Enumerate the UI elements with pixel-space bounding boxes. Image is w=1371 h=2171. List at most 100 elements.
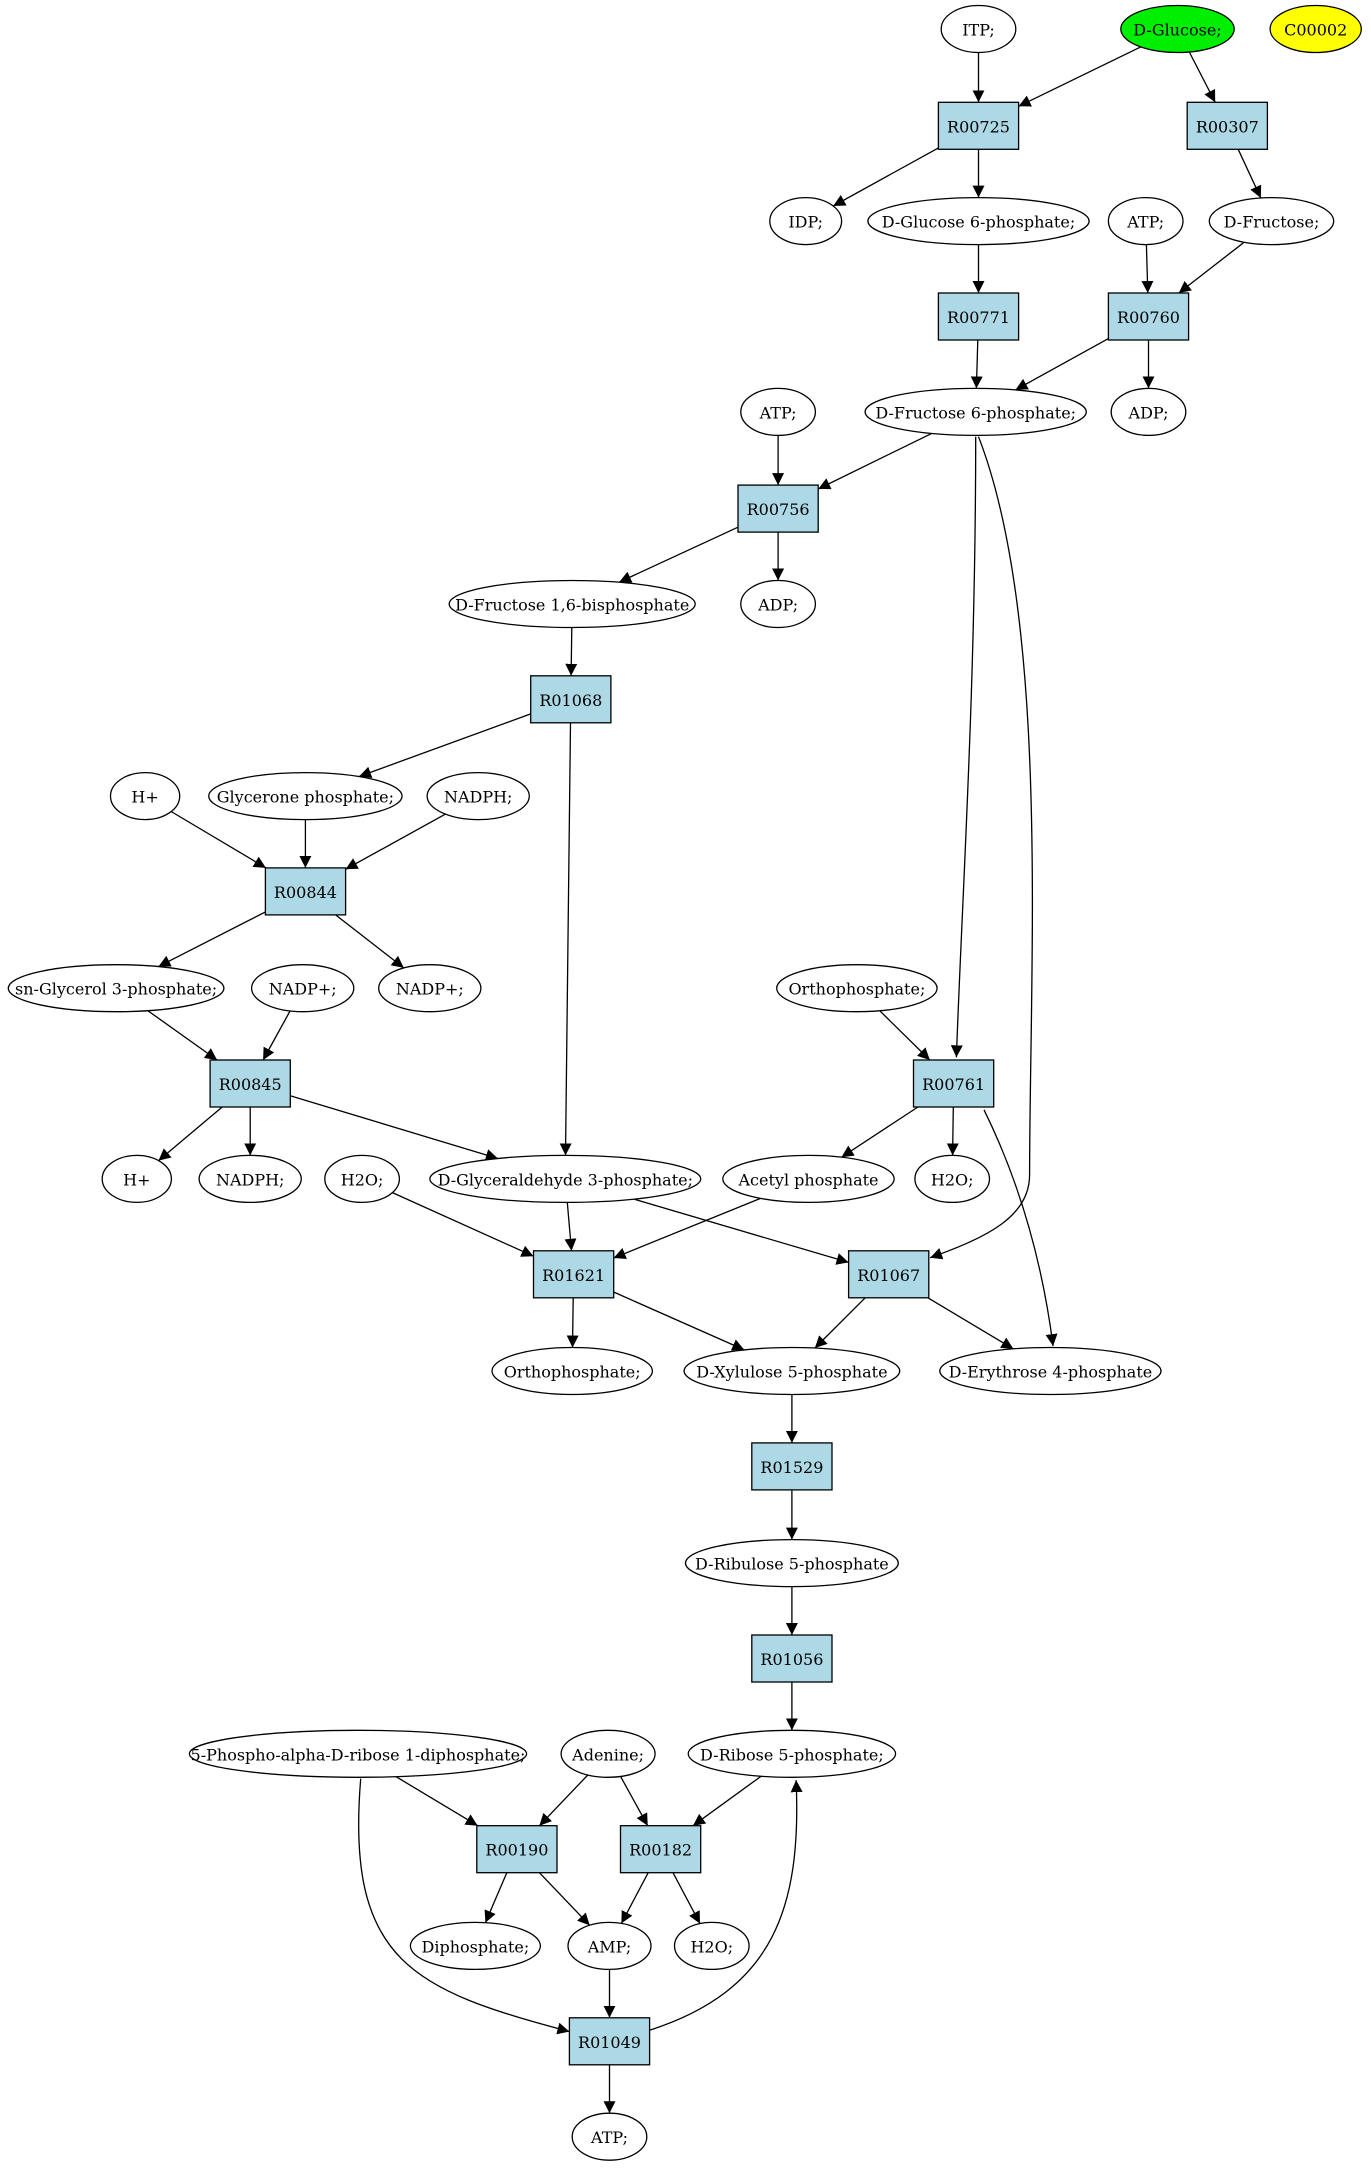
compound-ellipse <box>867 196 1090 246</box>
node-r00761[interactable]: R00761 <box>912 1059 995 1108</box>
compound-ellipse <box>687 1729 897 1778</box>
node-amp[interactable]: AMP; <box>567 1921 652 1971</box>
node-dglucose[interactable]: D-Glucose; <box>1120 4 1235 54</box>
node-nadp1[interactable]: NADP+; <box>250 964 355 1013</box>
compound-ellipse <box>1269 4 1362 54</box>
node-g6p[interactable]: D-Glucose 6-phosphate; <box>867 196 1090 246</box>
node-label: NADPH; <box>444 788 513 807</box>
compound-ellipse <box>409 1921 542 1971</box>
compound-ellipse <box>722 1154 895 1204</box>
node-prpp[interactable]: 5-Phospho-alpha-D-ribose 1-diphosphate; <box>188 1729 528 1778</box>
compound-ellipse <box>567 1921 652 1971</box>
compound-ellipse <box>448 579 696 629</box>
node-g3p[interactable]: sn-Glycerol 3-phosphate; <box>7 964 225 1013</box>
node-ru5p[interactable]: D-Ribulose 5-phosphate <box>684 1538 899 1588</box>
node-nadph1[interactable]: NADPH; <box>426 771 530 821</box>
node-c00002[interactable]: C00002 <box>1269 4 1362 54</box>
node-atp3[interactable]: ATP; <box>571 2112 648 2161</box>
reaction-box <box>476 1825 558 1874</box>
node-label: R00761 <box>922 1075 985 1094</box>
reaction-box <box>568 2017 651 2066</box>
node-e4p[interactable]: D-Erythrose 4-phosphate <box>939 1346 1162 1396</box>
compound-ellipse <box>683 1346 901 1396</box>
node-atp2[interactable]: ATP; <box>740 387 817 437</box>
node-f6p[interactable]: D-Fructose 6-phosphate; <box>864 387 1087 437</box>
node-r01068[interactable]: R01068 <box>530 675 612 724</box>
edge-fbp-to-r01068 <box>565 627 578 676</box>
reaction-box <box>937 101 1020 150</box>
node-r00845[interactable]: R00845 <box>209 1059 291 1108</box>
node-acetylp[interactable]: Acetyl phosphate <box>722 1154 895 1204</box>
node-r00844[interactable]: R00844 <box>264 867 347 916</box>
node-r00725[interactable]: R00725 <box>937 101 1020 150</box>
node-label: D-Xylulose 5-phosphate <box>696 1363 887 1382</box>
reaction-box <box>619 1825 702 1874</box>
node-dfructose[interactable]: D-Fructose; <box>1208 196 1335 246</box>
node-h2o2[interactable]: H2O; <box>914 1154 991 1204</box>
node-label: R00725 <box>947 117 1010 136</box>
node-hplus2[interactable]: H+ <box>101 1154 173 1204</box>
node-label: Orthophosphate; <box>504 1363 641 1382</box>
node-r01049[interactable]: R01049 <box>568 2017 651 2066</box>
node-h2o3[interactable]: H2O; <box>673 1921 750 1971</box>
edge-r01049-to-r5p <box>649 1780 803 2031</box>
node-r01529[interactable]: R01529 <box>751 1442 833 1491</box>
compound-ellipse <box>571 2112 648 2161</box>
node-hplus1[interactable]: H+ <box>109 771 181 821</box>
node-diphosphate[interactable]: Diphosphate; <box>409 1921 542 1971</box>
node-label: D-Ribulose 5-phosphate <box>695 1555 889 1574</box>
compound-ellipse <box>101 1154 173 1204</box>
node-h2o1[interactable]: H2O; <box>324 1154 401 1204</box>
node-ortho1[interactable]: Orthophosphate; <box>776 964 938 1013</box>
edge-adenine-to-r00182 <box>620 1776 649 1827</box>
node-adenine[interactable]: Adenine; <box>560 1729 656 1778</box>
node-label: H+ <box>123 1170 150 1189</box>
compound-ellipse <box>324 1154 401 1204</box>
edge-r01067-to-e4p <box>927 1297 1014 1350</box>
node-label: C00002 <box>1284 21 1347 40</box>
edge-r00756-to-fbp <box>618 526 739 583</box>
compound-ellipse <box>769 196 843 246</box>
node-r01067[interactable]: R01067 <box>847 1250 930 1299</box>
node-r00760[interactable]: R00760 <box>1107 292 1190 341</box>
node-idp[interactable]: IDP; <box>769 196 843 246</box>
node-nadp2[interactable]: NADP+; <box>378 964 482 1013</box>
edge-r00771-to-f6p <box>970 339 983 389</box>
reaction-box <box>737 484 819 533</box>
node-x5p[interactable]: D-Xylulose 5-phosphate <box>683 1346 901 1396</box>
node-label: D-Fructose 6-phosphate; <box>875 403 1076 422</box>
node-fbp[interactable]: D-Fructose 1,6-bisphosphate <box>448 579 696 629</box>
reaction-box <box>751 1634 833 1683</box>
node-adp1[interactable]: ADP; <box>1110 387 1187 437</box>
compound-ellipse <box>776 964 938 1013</box>
node-label: H2O; <box>931 1170 974 1189</box>
compound-ellipse <box>1107 196 1184 246</box>
node-label: D-Ribose 5-phosphate; <box>700 1745 884 1764</box>
node-atp1[interactable]: ATP; <box>1107 196 1184 246</box>
node-glycerone[interactable]: Glycerone phosphate; <box>208 771 403 821</box>
compound-ellipse <box>188 1729 528 1778</box>
node-r00190[interactable]: R00190 <box>476 1825 558 1874</box>
edge-gap-to-r01621 <box>564 1202 577 1251</box>
node-gap[interactable]: D-Glyceraldehyde 3-phosphate; <box>429 1154 702 1204</box>
reaction-box <box>1107 292 1190 341</box>
compound-ellipse <box>1208 196 1335 246</box>
node-nadph2[interactable]: NADPH; <box>198 1154 302 1204</box>
node-r00756[interactable]: R00756 <box>737 484 819 533</box>
node-r00307[interactable]: R00307 <box>1186 101 1269 150</box>
edge-r00761-to-acetylp <box>841 1106 919 1158</box>
node-itp[interactable]: ITP; <box>940 4 1017 54</box>
node-ortho2[interactable]: Orthophosphate; <box>491 1346 654 1396</box>
node-r01621[interactable]: R01621 <box>532 1250 615 1299</box>
node-r01056[interactable]: R01056 <box>751 1634 833 1683</box>
edge-r00844-to-nadp2 <box>335 914 405 969</box>
node-r5p[interactable]: D-Ribose 5-phosphate; <box>687 1729 897 1778</box>
edge-r00190-to-amp <box>538 1872 591 1926</box>
edge-r00845-to-hplus2 <box>158 1106 223 1162</box>
node-adp2[interactable]: ADP; <box>740 579 817 629</box>
edge-r01621-to-ortho2 <box>566 1297 579 1348</box>
node-r00771[interactable]: R00771 <box>937 292 1020 341</box>
node-label: R00190 <box>485 1841 548 1860</box>
node-r00182[interactable]: R00182 <box>619 1825 702 1874</box>
